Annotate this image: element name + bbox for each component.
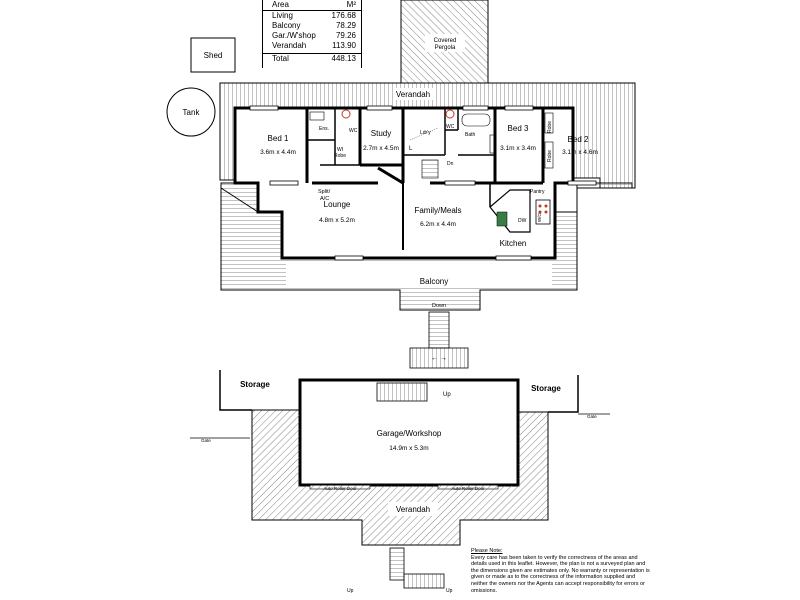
down-label: Down: [432, 303, 446, 309]
tank: [166, 87, 216, 137]
robe1-label: Robe: [547, 121, 553, 133]
area-row: Gar./W'shop 79.26: [262, 31, 362, 41]
bed1-size: 3.6m x 4.4m: [260, 149, 296, 156]
split-ac-label-1: Split/: [318, 189, 331, 195]
tank-label: Tank: [183, 108, 201, 117]
area-row-label: Gar./W'shop: [272, 31, 316, 40]
ens-label: Ens.: [319, 126, 329, 132]
windows: [249, 105, 597, 261]
gate-left-label: Gate: [201, 438, 211, 443]
garage-size: 14.9m x 5.3m: [389, 445, 428, 452]
up2-label: Up: [347, 588, 354, 594]
lounge-size: 4.8m x 5.2m: [319, 217, 355, 224]
robe2-label: Robe: [547, 150, 553, 162]
area-row-value: 79.26: [335, 31, 356, 40]
bed3-size: 3.1m x 3.4m: [500, 145, 536, 152]
area-row-label: Living: [272, 11, 293, 20]
dw-label: DW: [518, 218, 527, 224]
bed2-size: 3.1m x 4.6m: [562, 149, 598, 156]
pergola-label-2: Pergola: [435, 45, 456, 51]
area-row: Living 176.68: [262, 11, 362, 21]
svg-text:← →: ← →: [431, 355, 447, 362]
kitchen-label: Kitchen: [500, 239, 527, 248]
area-row-value: 176.68: [331, 11, 356, 20]
laundry-label: Ldr'y: [420, 130, 431, 136]
family-size: 6.2m x 4.4m: [420, 221, 456, 228]
balcony-label: Balcony: [420, 277, 448, 286]
study-size: 2.7m x 4.5m: [363, 145, 399, 152]
wc1-label: WC: [349, 128, 358, 134]
shed-label: Shed: [204, 51, 223, 60]
area-row-label: Balcony: [272, 21, 301, 30]
wc2-label: WC: [446, 124, 455, 130]
room-labels: Bed 1 3.6m x 4.4m Ens. WC WI Robe Study …: [260, 121, 598, 248]
verandah-bottom: [251, 409, 549, 546]
wo-label: W/O: [537, 213, 542, 222]
up3-label: Up: [446, 588, 453, 594]
area-table-header: Area M²: [262, 0, 362, 11]
note-title: Please Note:: [471, 548, 503, 554]
bath-label: Bath: [465, 132, 476, 138]
verandah-bottom-label: Verandah: [396, 505, 430, 514]
note-body: Every care has been taken to verify the …: [471, 554, 650, 594]
family-label: Family/Meals: [414, 206, 461, 215]
bottom-stairs: Up Up: [347, 547, 453, 594]
area-row-value: 78.29: [335, 21, 356, 30]
storage-right-label: Storage: [531, 384, 561, 393]
balcony-stairs: Down ← →: [409, 303, 469, 369]
area-total-row: Total 448.13: [262, 53, 362, 64]
disclaimer-note: Please Note: Every care has been taken t…: [471, 548, 651, 594]
bed2-label: Bed 2: [568, 135, 589, 144]
bed3-label: Bed 3: [508, 124, 529, 133]
bed1-label: Bed 1: [268, 134, 289, 143]
dn-label: Dn: [447, 161, 454, 167]
pantry-label: Pantry: [530, 189, 545, 195]
area-table: Area M² Living 176.68 Balcony 78.29 Gar.…: [262, 0, 362, 68]
area-header-label: Area: [272, 0, 289, 9]
verandah-top-label: Verandah: [396, 90, 430, 99]
lounge-label: Lounge: [324, 200, 351, 209]
pergola-label-1: Covered: [434, 38, 457, 44]
storage-left-label: Storage: [240, 380, 270, 389]
house-walls: [233, 106, 575, 260]
area-total-label: Total: [272, 54, 289, 63]
split-ac-label-2: A/C: [320, 196, 329, 202]
area-row: Verandah 113.90: [262, 41, 362, 51]
area-row-value: 113.90: [332, 41, 356, 50]
gate-right-label: Gate: [587, 414, 597, 419]
area-total-value: 448.13: [331, 54, 356, 63]
area-row: Balcony 78.29: [262, 21, 362, 31]
gates: Gate Gate: [190, 413, 610, 443]
wi-robe-label-1: WI: [337, 147, 343, 153]
garage-label: Garage/Workshop: [377, 429, 442, 438]
wi-robe-label-2: Robe: [334, 153, 346, 159]
area-header-unit: M²: [346, 0, 356, 9]
fixtures: [309, 109, 554, 233]
study-label: Study: [371, 129, 391, 138]
l-label: L: [409, 146, 413, 152]
area-row-label: Verandah: [272, 41, 307, 50]
up1-label: Up: [443, 392, 451, 398]
shed: [190, 37, 236, 73]
